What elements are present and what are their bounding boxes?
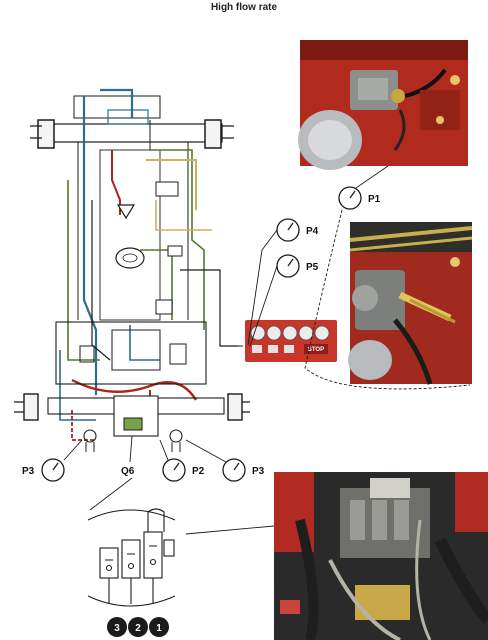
page-title: High flow rate [210, 2, 278, 13]
gauge-p2: P2 [162, 458, 205, 482]
valve-position-1 [149, 617, 169, 637]
control-valve-block [87, 508, 176, 607]
gauge-p3-left: P3 [22, 458, 65, 482]
tractor-schematic [14, 88, 250, 452]
photo-pressure-test-connection [348, 222, 473, 385]
valve-position-3-label: 3 [114, 623, 120, 634]
valve-position-1-label: 1 [156, 623, 162, 634]
gauge-p3-right: P3 [222, 458, 265, 482]
photo-rear-hitch-valves [274, 472, 488, 640]
gauge-p4-label: P4 [306, 226, 319, 237]
gauge-p3-left-label: P3 [22, 466, 35, 477]
gauge-p5-label: P5 [306, 262, 319, 273]
gauge-p2-label: P2 [192, 466, 205, 477]
valve-position-2 [128, 617, 148, 637]
gauge-p1-label: P1 [368, 194, 381, 205]
gauge-p1: P1 [338, 186, 381, 210]
gauge-p5: P5 [276, 254, 319, 278]
connection-lines [63, 165, 471, 535]
valve-position-2-label: 2 [135, 623, 141, 634]
pressure-test-kit: STOP [245, 320, 337, 362]
gauge-p3-right-label: P3 [252, 466, 265, 477]
valve-position-3 [107, 617, 127, 637]
flowmeter-q6-label: Q6 [121, 466, 135, 477]
test-kit-label: STOP [308, 347, 324, 353]
photo-valve-closeup [298, 40, 468, 170]
gauge-p4: P4 [276, 218, 319, 242]
valve-position-markers: 3 2 1 [107, 617, 169, 637]
